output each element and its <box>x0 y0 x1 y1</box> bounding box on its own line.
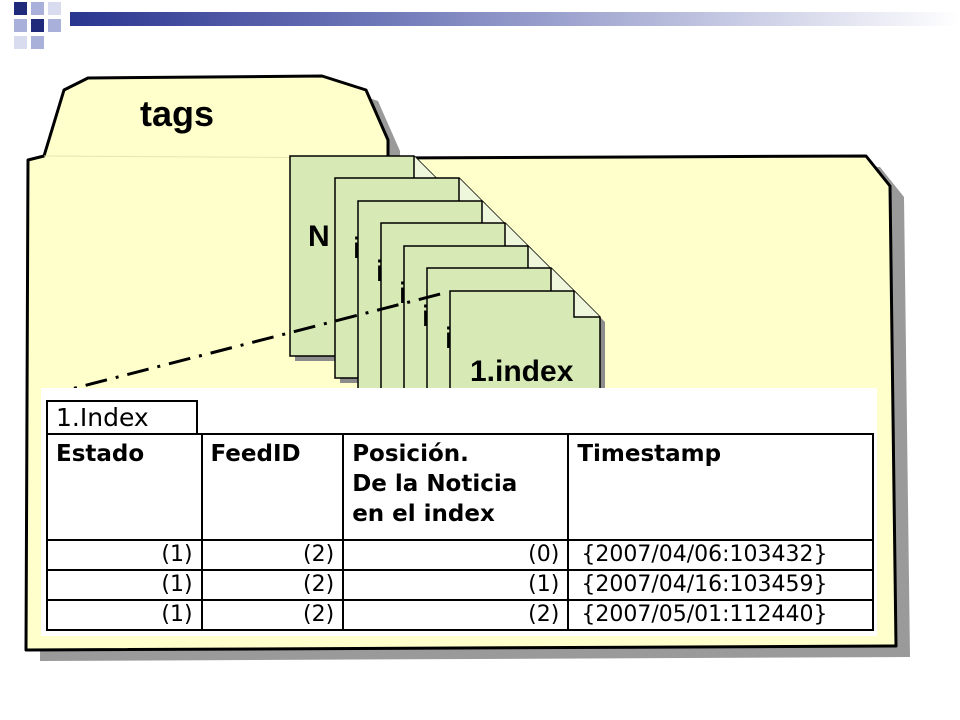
zoom-guide-line <box>43 290 449 398</box>
table-header-row: Estado FeedID Posición. De la Noticia en… <box>46 433 874 541</box>
document-partial-label: i <box>422 300 430 333</box>
cell-feedid: (2) <box>200 599 345 631</box>
table-caption: 1.Index <box>46 400 198 434</box>
document-fold <box>573 291 600 318</box>
index-table: Estado FeedID Posición. De la Noticia en… <box>46 433 874 631</box>
top-band <box>70 12 960 26</box>
cell-timestamp: {2007/04/16:103459} <box>567 569 874 601</box>
document-partial-label: i <box>376 255 384 288</box>
document-partial-label: N <box>308 220 330 253</box>
cell-estado: (1) <box>46 599 203 631</box>
document-partial-label: i <box>445 322 453 355</box>
document-partial-label: i <box>399 277 407 310</box>
table-row: (1) (2) (1) {2007/04/16:103459} <box>46 569 874 601</box>
cell-estado: (1) <box>46 539 203 571</box>
cell-timestamp: {2007/05/01:112440} <box>567 599 874 631</box>
header-posicion: Posición. De la Noticia en el index <box>342 433 570 541</box>
header-estado: Estado <box>46 433 203 541</box>
cell-posicion: (1) <box>342 569 570 601</box>
document-partial-label: i <box>353 232 361 265</box>
folder-label: tags <box>140 93 214 134</box>
cell-feedid: (2) <box>200 569 345 601</box>
header-feedid: FeedID <box>200 433 345 541</box>
header-timestamp: Timestamp <box>567 433 874 541</box>
table-row: (1) (2) (2) {2007/05/01:112440} <box>46 599 874 631</box>
cell-posicion: (2) <box>342 599 570 631</box>
cell-estado: (1) <box>46 569 203 601</box>
front-document-label: 1.index <box>470 355 574 388</box>
cell-feedid: (2) <box>200 539 345 571</box>
cell-posicion: (0) <box>342 539 570 571</box>
cell-timestamp: {2007/04/06:103432} <box>567 539 874 571</box>
table-row: (1) (2) (0) {2007/04/06:103432} <box>46 539 874 571</box>
corner-squares <box>14 2 61 49</box>
